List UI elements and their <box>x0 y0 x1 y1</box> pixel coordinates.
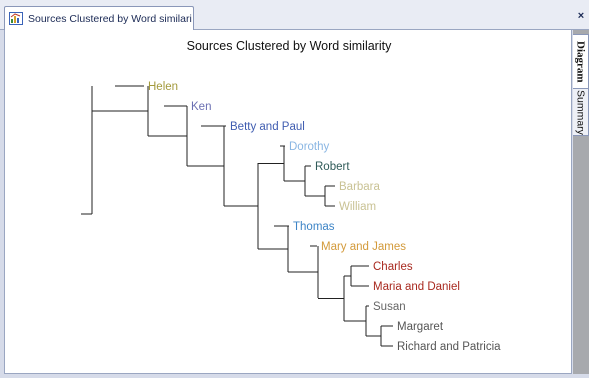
tab-label: Sources Clustered by Word similari <box>28 12 192 25</box>
close-icon[interactable]: × <box>577 10 585 22</box>
tab-diagram[interactable]: Diagram <box>573 34 589 90</box>
leaf-label: Barbara <box>339 181 381 193</box>
window-bottom-edge <box>0 374 589 378</box>
leaf-label: Thomas <box>293 221 335 233</box>
leaf-label: Robert <box>315 161 350 173</box>
leaf-label: Mary and James <box>321 241 406 253</box>
leaf-label: Susan <box>373 301 406 313</box>
leaf-label: Richard and Patricia <box>397 341 501 353</box>
leaf-label: Charles <box>373 261 413 273</box>
leaf-label: Ken <box>191 101 211 113</box>
dendrogram-branches <box>81 85 393 347</box>
leaf-label: Helen <box>148 81 178 93</box>
tab-summary-label: Summary <box>574 89 587 135</box>
leaf-label: Margaret <box>397 321 444 333</box>
tab-sources-clustered[interactable]: Sources Clustered by Word similari <box>4 6 194 30</box>
view-sidebar: Diagram Summary <box>573 30 589 378</box>
diagram-panel: Sources Clustered by Word similarity Hel… <box>4 30 572 374</box>
tab-summary[interactable]: Summary <box>573 88 589 136</box>
diagram-title: Sources Clustered by Word similarity <box>186 39 392 53</box>
leaf-label: William <box>339 201 376 213</box>
leaf-label: Maria and Daniel <box>373 281 460 293</box>
leaf-label: Dorothy <box>289 141 330 153</box>
chart-icon <box>9 12 23 25</box>
leaf-label: Betty and Paul <box>230 121 305 133</box>
tab-bar: Sources Clustered by Word similari × <box>0 0 589 30</box>
tab-diagram-label: Diagram <box>574 41 587 83</box>
